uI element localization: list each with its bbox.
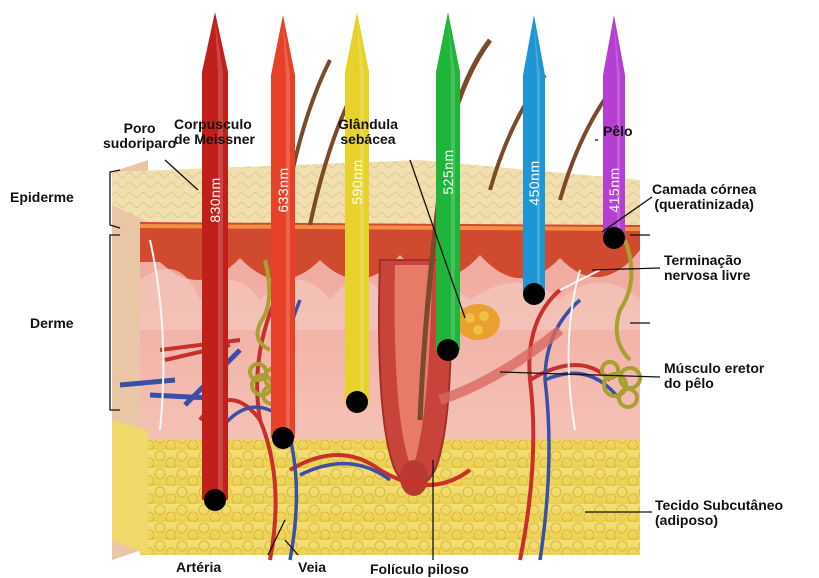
hair-bulb bbox=[400, 460, 428, 496]
probe-endpoint-dot bbox=[523, 283, 545, 305]
light-probe-633nm: 633nm bbox=[271, 15, 295, 449]
label-tecido-subcutaneo: Tecido Subcutâneo(adiposo) bbox=[655, 498, 783, 528]
probe-beam bbox=[202, 12, 228, 500]
wavelength-label: 450nm bbox=[526, 160, 542, 205]
wavelength-label: 590nm bbox=[349, 159, 365, 204]
probe-beam bbox=[345, 12, 369, 402]
label-arteria: Artéria bbox=[176, 560, 221, 575]
subcutaneous-left-face bbox=[112, 420, 148, 555]
label-foliculo-piloso: Folículo piloso bbox=[370, 562, 469, 577]
probe-beam bbox=[271, 15, 295, 438]
label-pelo: Pêlo bbox=[603, 124, 633, 139]
label-epiderme: Epiderme bbox=[10, 190, 74, 205]
probe-endpoint-dot bbox=[437, 339, 459, 361]
label-camada-cornea: Camada córnea(queratinizada) bbox=[652, 182, 756, 212]
probe-beam bbox=[523, 15, 545, 294]
light-probe-450nm: 450nm bbox=[523, 15, 545, 305]
label-derme: Derme bbox=[30, 316, 74, 331]
label-veia: Veia bbox=[298, 560, 326, 575]
wavelength-label: 415nm bbox=[606, 167, 622, 212]
wavelength-label: 830nm bbox=[207, 177, 223, 222]
wavelength-label: 633nm bbox=[275, 167, 291, 212]
light-probe-830nm: 830nm bbox=[202, 12, 228, 511]
probe-endpoint-dot bbox=[272, 427, 294, 449]
light-probe-525nm: 525nm bbox=[436, 12, 460, 361]
wavelength-label: 525nm bbox=[440, 149, 456, 194]
light-probe-590nm: 590nm bbox=[345, 12, 369, 413]
probe-endpoint-dot bbox=[346, 391, 368, 413]
probe-endpoint-dot bbox=[603, 227, 625, 249]
probe-endpoint-dot bbox=[204, 489, 226, 511]
